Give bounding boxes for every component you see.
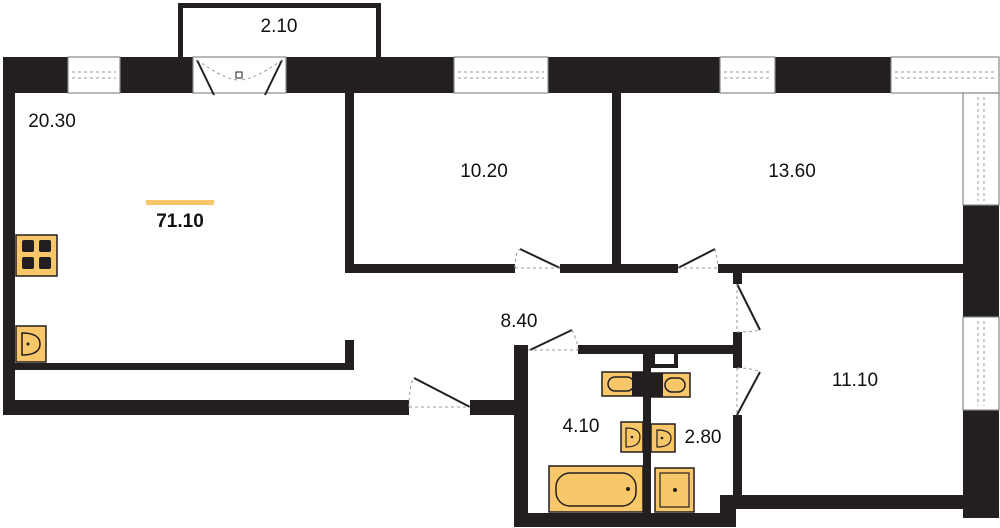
shower-icon [654,467,695,513]
window-bedroom-2a [719,56,776,94]
door-bedroom-1 [514,248,561,269]
window-bedroom-1 [453,56,549,94]
door-bathroom [528,329,579,351]
sink-icon [15,325,47,363]
window-bedroom-2-side [962,92,1000,206]
bedroom-3-area: 11.10 [832,370,878,391]
washer-icon [601,371,644,397]
toilet-area: 2.80 [685,427,722,448]
total-area: 71.10 [156,211,204,232]
balcony-door [192,56,287,96]
door-bedroom-3-top [736,283,761,333]
interior-doors [408,248,761,416]
living-kitchen-area: 20.30 [28,111,76,132]
fixtures [15,234,695,513]
balcony-area: 2.10 [261,16,298,37]
interior-walls [15,90,970,527]
area-labels: 2.10 20.30 71.10 10.20 13.60 8.40 11.10 … [28,16,878,448]
balcony [178,3,381,58]
window-bedroom-3 [962,316,1000,411]
bathroom-area: 4.10 [563,416,600,437]
window-bedroom-2b [890,56,1000,94]
windows [67,56,1000,411]
washbasin-icon [620,421,644,453]
exterior-walls [3,57,999,527]
door-bedroom-3-bottom [736,367,761,416]
toilet-icon [650,372,691,398]
door-entrance [408,377,471,408]
bedroom-1-area: 10.20 [460,161,508,182]
stove-icon [15,234,58,277]
door-bedroom-2 [677,248,719,269]
bathtub-icon [548,465,644,513]
washbasin-icon [650,423,676,453]
window-living [67,56,121,94]
hallway-area: 8.40 [501,311,538,332]
bedroom-2-area: 13.60 [768,161,816,182]
total-area-accent-bar [146,200,214,205]
